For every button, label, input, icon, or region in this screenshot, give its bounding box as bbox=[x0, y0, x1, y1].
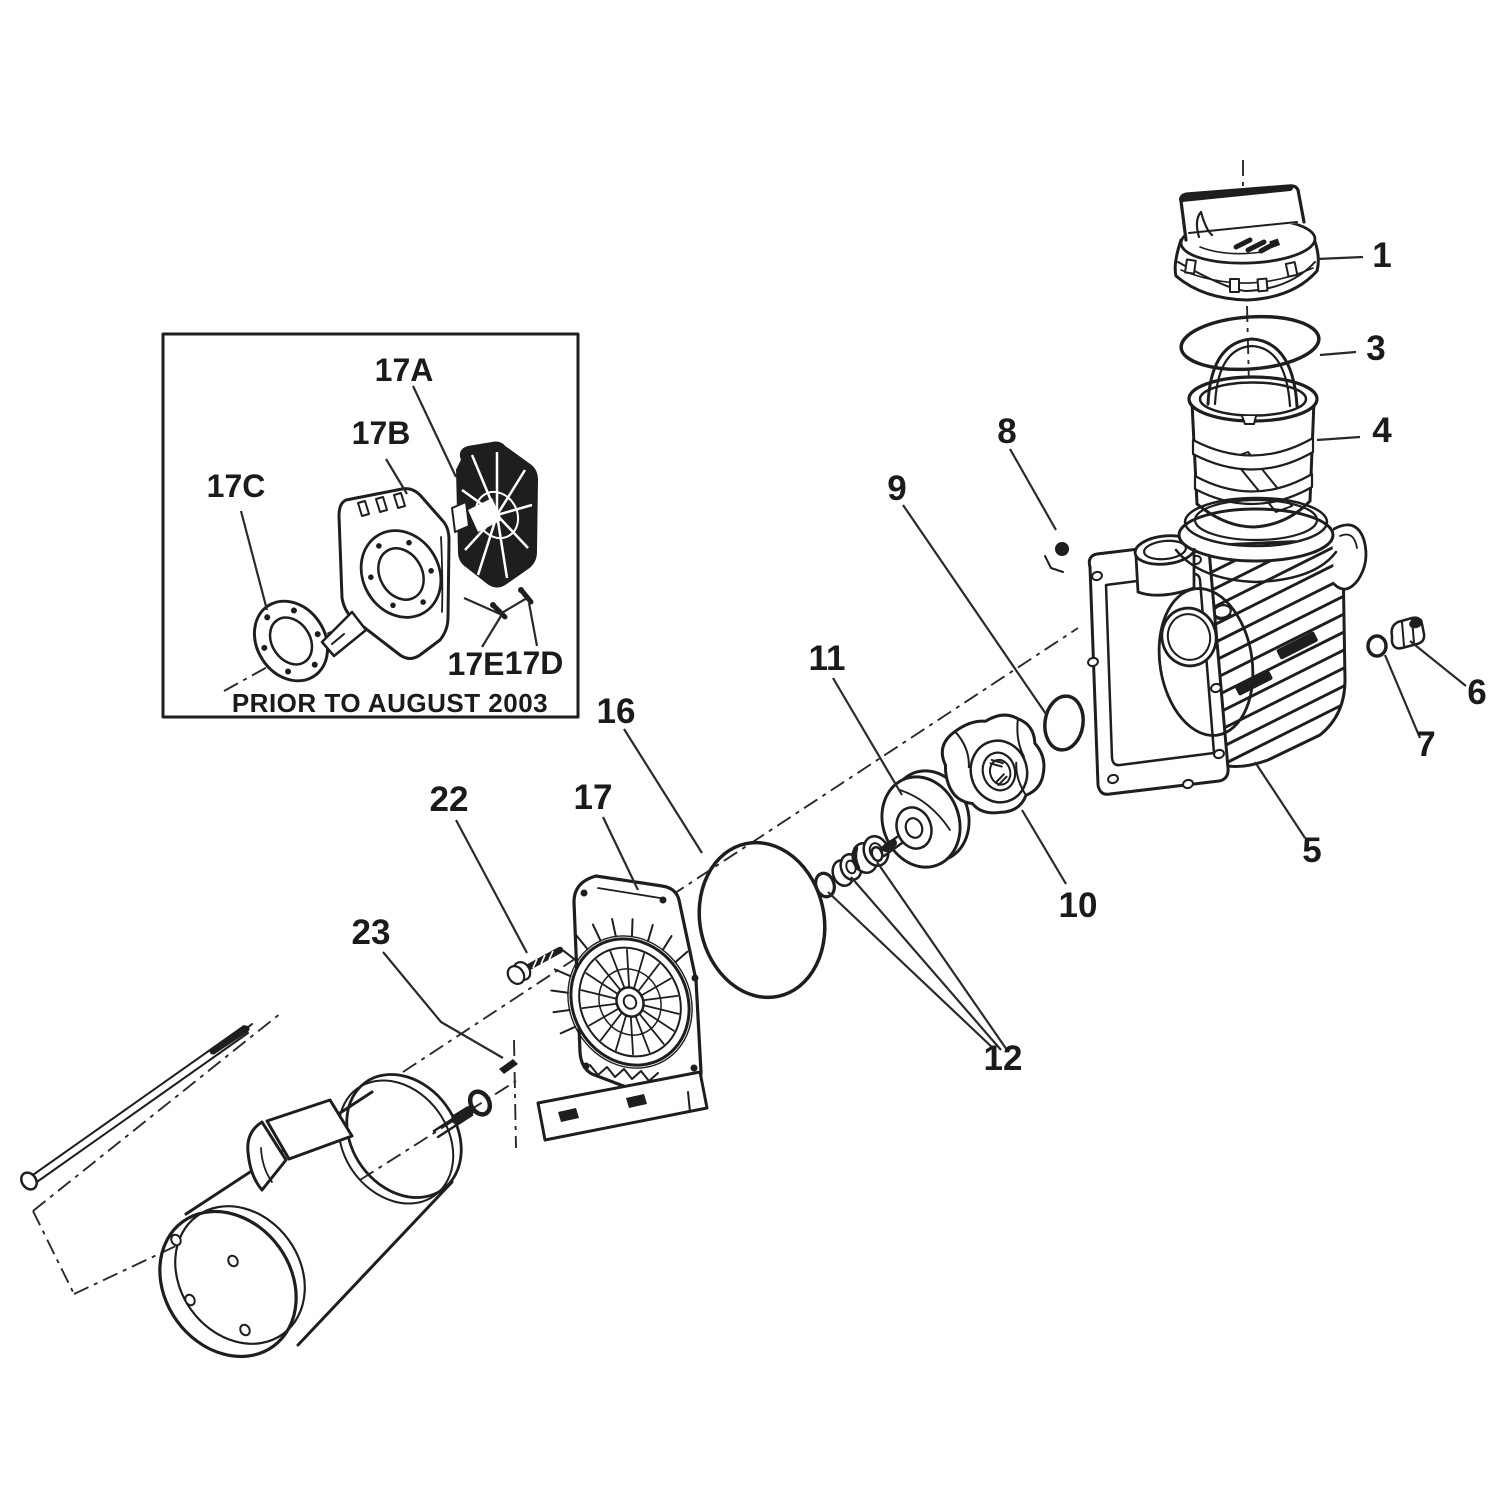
callout-10: 10 bbox=[1059, 886, 1098, 925]
impeller-part11 bbox=[870, 769, 971, 869]
callout-1: 1 bbox=[1372, 236, 1391, 275]
plug-oring-part7 bbox=[1366, 634, 1388, 658]
diffuser-oring-part9 bbox=[1043, 694, 1085, 752]
plug-part8 bbox=[1044, 542, 1069, 573]
inset-border bbox=[161, 332, 580, 719]
conduit-box bbox=[265, 1098, 354, 1161]
inset-prior-to-2003: 17A 17B 17C 17E 17D PRIOR TO AUGUST 2003 bbox=[161, 332, 580, 719]
molded-logo bbox=[1235, 670, 1273, 696]
callout-11: 11 bbox=[809, 639, 846, 678]
callout-17B: 17B bbox=[352, 415, 411, 451]
inset-part17B-drawing bbox=[320, 487, 451, 660]
strainer-basket-part4 bbox=[1187, 337, 1319, 529]
shaft-key-part23 bbox=[499, 1059, 518, 1074]
callout-8: 8 bbox=[997, 412, 1016, 451]
vent-slots bbox=[550, 918, 689, 1035]
inset-leader-lines bbox=[239, 385, 539, 648]
housing-oring-part16 bbox=[697, 840, 827, 1000]
inset-part17C-drawing bbox=[252, 599, 330, 683]
shaft-oring bbox=[467, 1089, 493, 1117]
housing-flange bbox=[1087, 540, 1230, 796]
seal-plate-part17 bbox=[536, 874, 709, 1142]
callout-12: 12 bbox=[984, 1039, 1023, 1078]
inset-part17A-drawing bbox=[451, 441, 539, 588]
lid-part1 bbox=[1173, 184, 1320, 302]
lid-tabs bbox=[1184, 258, 1299, 293]
callout-4: 4 bbox=[1372, 411, 1392, 450]
callout-6: 6 bbox=[1467, 673, 1486, 712]
callout-17E: 17E bbox=[448, 646, 505, 682]
leader-lines bbox=[382, 255, 1467, 1059]
callout-7: 7 bbox=[1416, 725, 1435, 764]
pump-housing-part5 bbox=[1087, 523, 1368, 796]
motor-drawing bbox=[158, 1073, 474, 1359]
callout-5: 5 bbox=[1302, 831, 1321, 870]
callout-labels: 1 3 4 5 6 7 8 9 10 11 12 16 17 22 23 bbox=[352, 236, 1487, 1078]
drain-plug-part6 bbox=[1390, 616, 1426, 650]
shaft-seal-set-part12 bbox=[814, 835, 890, 899]
inset-caption: PRIOR TO AUGUST 2003 bbox=[232, 688, 548, 718]
housing-collar bbox=[1174, 496, 1338, 584]
callout-17A: 17A bbox=[375, 352, 434, 388]
diffuser-part10 bbox=[940, 713, 1046, 815]
callout-17: 17 bbox=[574, 778, 613, 817]
callout-17C: 17C bbox=[207, 468, 266, 504]
callout-16: 16 bbox=[597, 692, 636, 731]
lid-oring-part3 bbox=[1179, 314, 1321, 372]
bolt-part22 bbox=[506, 946, 564, 985]
motor-through-bolt bbox=[20, 1023, 253, 1191]
callout-9: 9 bbox=[887, 469, 906, 508]
callout-17D: 17D bbox=[505, 645, 564, 681]
housing-ear bbox=[1330, 523, 1368, 591]
inset-screws-17E-17D bbox=[463, 587, 534, 620]
callout-22: 22 bbox=[430, 780, 469, 819]
callout-3: 3 bbox=[1366, 329, 1385, 368]
mounting-base bbox=[536, 1070, 709, 1142]
callout-23: 23 bbox=[352, 913, 391, 952]
basket-handle bbox=[1206, 337, 1299, 408]
